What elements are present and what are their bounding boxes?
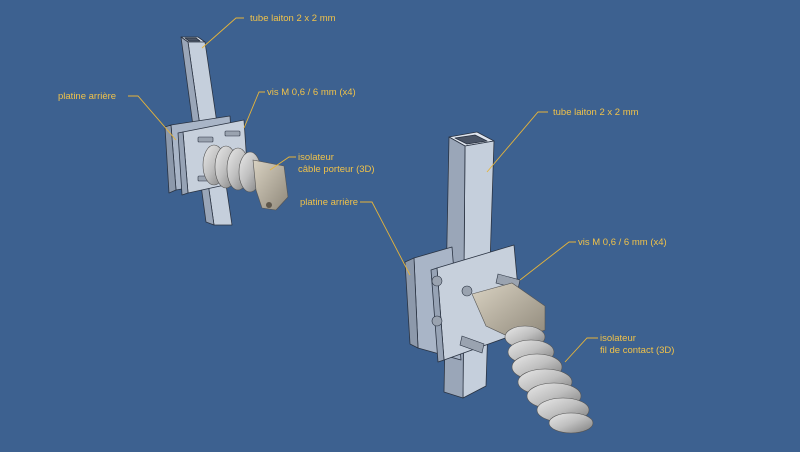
label-right-insulator-1: isolateur — [600, 333, 636, 344]
right-screw — [431, 275, 443, 287]
label-right-insulator-2: fil de contact (3D) — [600, 345, 674, 356]
label-left-tube: tube laiton 2 x 2 mm — [250, 13, 336, 24]
label-left-plate: platine arrière — [58, 91, 116, 102]
leader-right-insulator — [564, 337, 598, 363]
leader-left-screws — [243, 91, 265, 129]
right-assembly: tube laiton 2 x 2 mm platine arrière vis… — [300, 107, 674, 434]
left-assembly: tube laiton 2 x 2 mm platine arrière vis… — [58, 13, 375, 226]
leader-right-tube — [486, 111, 548, 173]
right-screw — [431, 315, 443, 327]
left-screw — [224, 130, 241, 137]
right-screw — [459, 335, 485, 354]
right-insulator — [471, 282, 594, 434]
left-screw — [197, 136, 214, 143]
leader-right-screws — [519, 241, 576, 281]
label-right-plate: platine arrière — [300, 197, 358, 208]
label-left-screws: vis M 0,6 / 6 mm (x4) — [267, 87, 356, 98]
leader-left-tube — [201, 17, 244, 49]
label-right-screws: vis M 0,6 / 6 mm (x4) — [578, 237, 667, 248]
right-screw — [461, 285, 473, 297]
leader-left-plate — [128, 95, 177, 141]
label-left-insulator-1: isolateur — [298, 152, 334, 163]
label-left-insulator-2: câble porteur (3D) — [298, 164, 375, 175]
leader-left-insulator — [269, 156, 296, 171]
left-insulator — [202, 144, 289, 211]
label-right-tube: tube laiton 2 x 2 mm — [553, 107, 639, 118]
leader-right-plate — [360, 201, 411, 276]
